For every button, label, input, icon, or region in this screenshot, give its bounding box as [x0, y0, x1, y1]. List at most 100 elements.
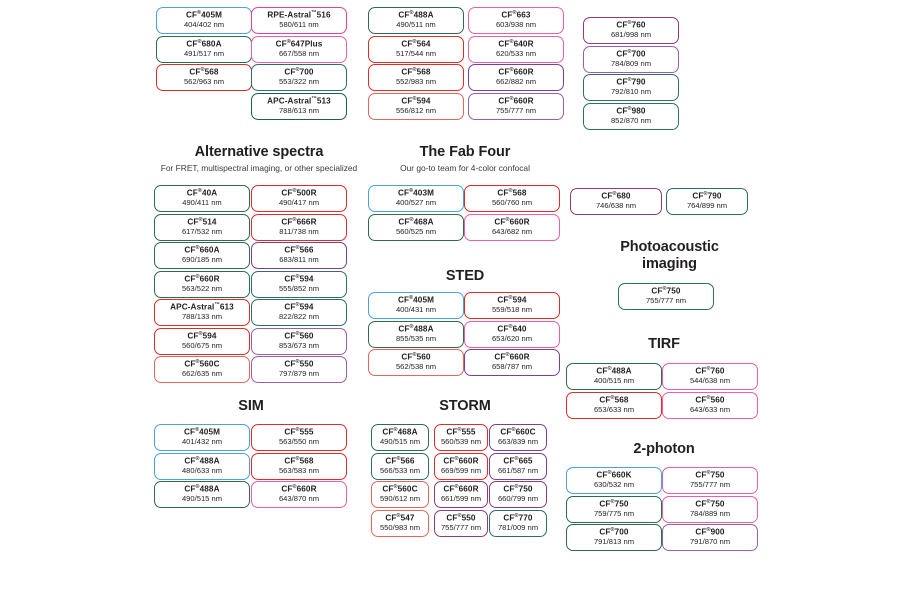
fluorophore-wavelength: 669/599 nm	[440, 465, 482, 475]
fluorophore-name: CF®660R	[494, 352, 530, 363]
fluorophore-name: CF®488A	[596, 366, 632, 377]
trademark-symbol: ®	[195, 359, 200, 366]
fluorophore-wavelength: 764/899 nm	[686, 201, 728, 211]
fluorophore-name: CF®594	[497, 295, 527, 306]
fluorophore-name: CF®660K	[596, 470, 632, 481]
fluorophore-name: CF®566	[284, 245, 314, 256]
fluorophore-wavelength: 563/550 nm	[278, 437, 320, 447]
fluorophore-wavelength: 755/777 nm	[645, 296, 687, 306]
fluorophore-name: CF®405M	[397, 295, 435, 306]
trademark-symbol: ®	[706, 470, 711, 477]
fluorophore-name: CF®468A	[398, 216, 434, 227]
fluorophore-name: CF®750	[695, 498, 725, 509]
section-subheading-alternative-spectra: For FRET, multispectral imaging, or othe…	[160, 163, 358, 173]
fluorophore-wavelength: 791/813 nm	[593, 537, 635, 547]
trademark-symbol: ®	[703, 191, 708, 198]
fluorophore-wavelength: 562/963 nm	[183, 77, 225, 87]
trademark-symbol: ®	[197, 188, 202, 195]
fluorophore-name: CF®790	[616, 77, 646, 88]
trademark-symbol: ®	[195, 455, 200, 462]
fluorophore-wavelength: 404/402 nm	[183, 20, 225, 30]
fluorophore-wavelength: 746/638 nm	[595, 201, 637, 211]
fluorophore-name: CF®980	[616, 105, 646, 116]
trademark-symbol: ®	[295, 245, 300, 252]
